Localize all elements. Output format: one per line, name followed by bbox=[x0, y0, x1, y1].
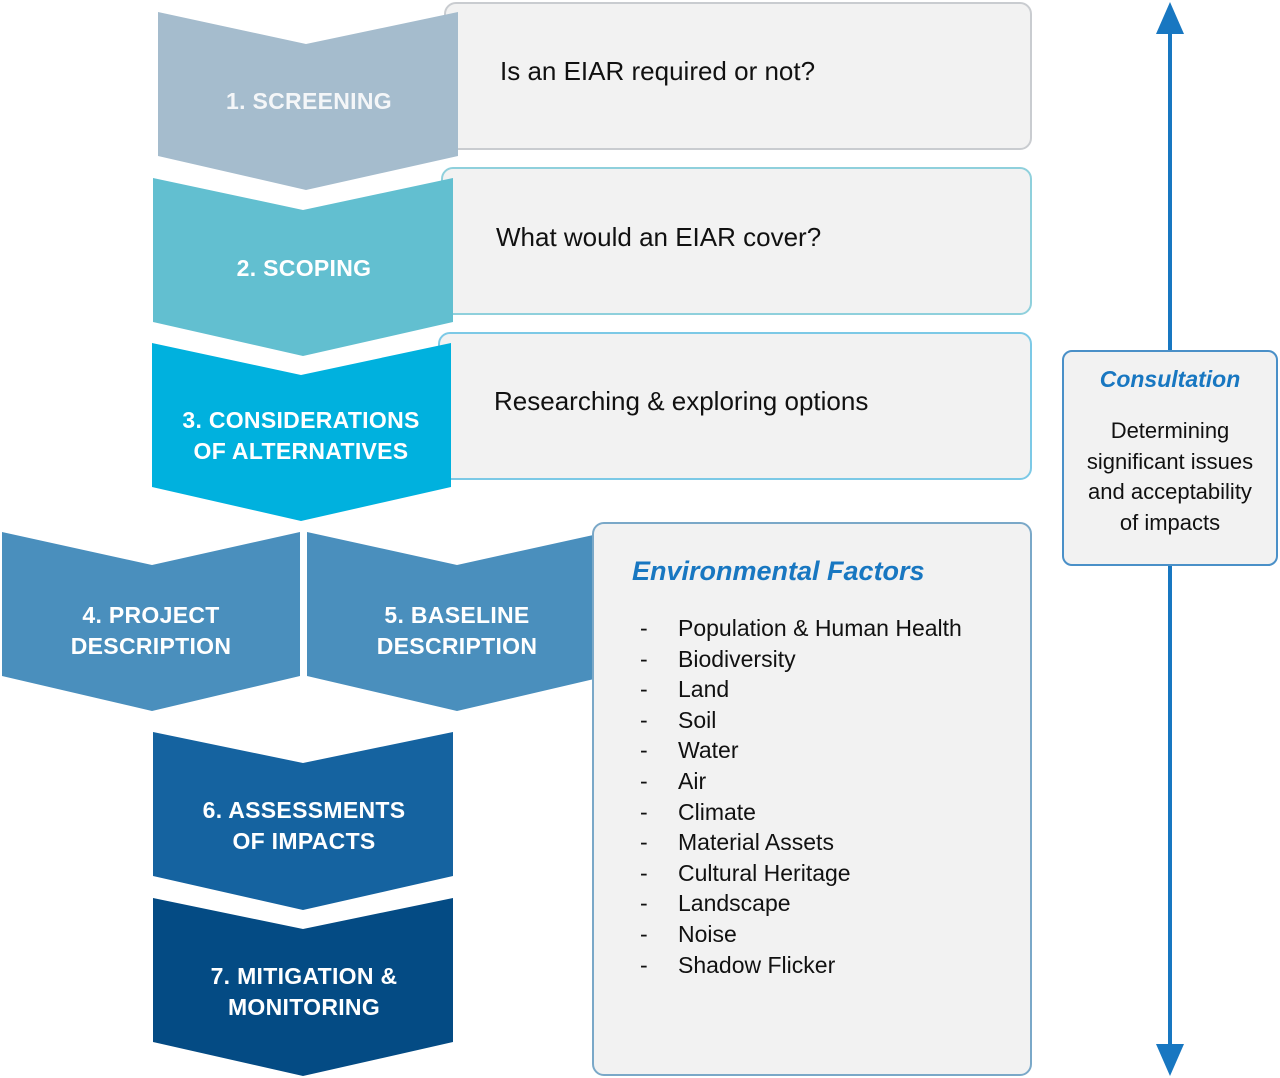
bullet-dash: - bbox=[640, 645, 648, 672]
step-project-line1: 4. PROJECT bbox=[82, 602, 220, 628]
bullet-dash: - bbox=[640, 615, 648, 641]
arrow-up-head-icon bbox=[1156, 2, 1184, 34]
step-alternatives-line1: 3. CONSIDERATIONS bbox=[182, 407, 420, 433]
scoping-question-box bbox=[441, 167, 1032, 315]
consultation-description: Determining significant issues and accep… bbox=[1062, 416, 1278, 538]
alternatives-question: Researching & exploring options bbox=[494, 386, 869, 416]
consultation-line2: significant issues bbox=[1086, 448, 1254, 474]
step-scoping-text: 2. SCOPING bbox=[236, 255, 372, 281]
bullet-dash: - bbox=[640, 767, 648, 794]
bullet-dash: - bbox=[640, 951, 648, 978]
bullet-dash: - bbox=[640, 798, 648, 825]
bullet-dash: - bbox=[640, 676, 648, 703]
environmental-factor-label: Soil bbox=[678, 706, 717, 733]
environmental-factors-box bbox=[592, 522, 1032, 1076]
step-assessments-line2: OF IMPACTS bbox=[232, 828, 376, 854]
environmental-factor-label: Land bbox=[678, 676, 730, 703]
bullet-dash: - bbox=[640, 706, 648, 733]
bullet-dash: - bbox=[640, 737, 648, 764]
scoping-question: What would an EIAR cover? bbox=[496, 222, 822, 252]
step-baseline-line1: 5. BASELINE bbox=[384, 602, 530, 628]
environmental-factor-label: Water bbox=[678, 737, 739, 764]
step-assessments-label: 6. ASSESSMENTS OF IMPACTS bbox=[155, 795, 453, 857]
chevron-screening bbox=[158, 12, 458, 190]
environmental-factor-label: Noise bbox=[678, 920, 737, 947]
step-scoping-label: 2. SCOPING bbox=[155, 253, 453, 284]
environmental-factor-label: Air bbox=[678, 767, 707, 794]
chevron-alternatives bbox=[152, 343, 451, 521]
step-screening-text: 1. SCREENING bbox=[226, 88, 392, 114]
bullet-dash: - bbox=[640, 859, 648, 886]
screening-question: Is an EIAR required or not? bbox=[500, 56, 816, 86]
environmental-factor-label: Shadow Flicker bbox=[678, 951, 836, 978]
consultation-line4: of impacts bbox=[1119, 509, 1221, 535]
chevron-assessments bbox=[153, 732, 453, 910]
environmental-factors-title: Environmental Factors bbox=[632, 556, 925, 586]
step-mitigation-line1: 7. MITIGATION & bbox=[210, 963, 398, 989]
step-alternatives-label: 3. CONSIDERATIONS OF ALTERNATIVES bbox=[152, 405, 450, 467]
chevron-scoping bbox=[153, 178, 453, 356]
alternatives-question-box bbox=[438, 332, 1032, 480]
bullet-dash: - bbox=[640, 890, 648, 917]
step-mitigation-line2: MONITORING bbox=[227, 994, 381, 1020]
consultation-line3: and acceptability bbox=[1088, 479, 1252, 504]
chevron-baseline-description bbox=[307, 532, 607, 711]
environmental-factor-label: Climate bbox=[678, 798, 756, 825]
step-alternatives-line2: OF ALTERNATIVES bbox=[193, 438, 409, 464]
consultation-box bbox=[1062, 350, 1278, 566]
chevron-mitigation bbox=[153, 898, 453, 1076]
chevron-project-description bbox=[2, 532, 300, 711]
environmental-factor-label: Landscape bbox=[678, 890, 791, 917]
step-screening-label: 1. SCREENING bbox=[160, 86, 458, 117]
consultation-title: Consultation bbox=[1099, 366, 1241, 392]
step-project-line2: DESCRIPTION bbox=[70, 633, 232, 659]
bullet-dash: - bbox=[640, 920, 648, 947]
step-mitigation-label: 7. MITIGATION & MONITORING bbox=[155, 961, 453, 1023]
environmental-factor-label: Cultural Heritage bbox=[678, 859, 851, 886]
environmental-factor-label: Biodiversity bbox=[678, 645, 796, 672]
screening-question-box bbox=[444, 2, 1032, 150]
environmental-factor-label: Population & Human Health bbox=[678, 615, 962, 641]
step-project-description-label: 4. PROJECT DESCRIPTION bbox=[2, 600, 300, 662]
step-assessments-line1: 6. ASSESSMENTS bbox=[202, 797, 406, 823]
consultation-line1: Determining bbox=[1110, 418, 1230, 443]
bullet-dash: - bbox=[640, 829, 648, 856]
step-baseline-description-label: 5. BASELINE DESCRIPTION bbox=[307, 600, 607, 662]
environmental-factor-label: Material Assets bbox=[678, 829, 834, 856]
arrow-down-head-icon bbox=[1156, 1044, 1184, 1076]
step-baseline-line2: DESCRIPTION bbox=[376, 633, 538, 659]
